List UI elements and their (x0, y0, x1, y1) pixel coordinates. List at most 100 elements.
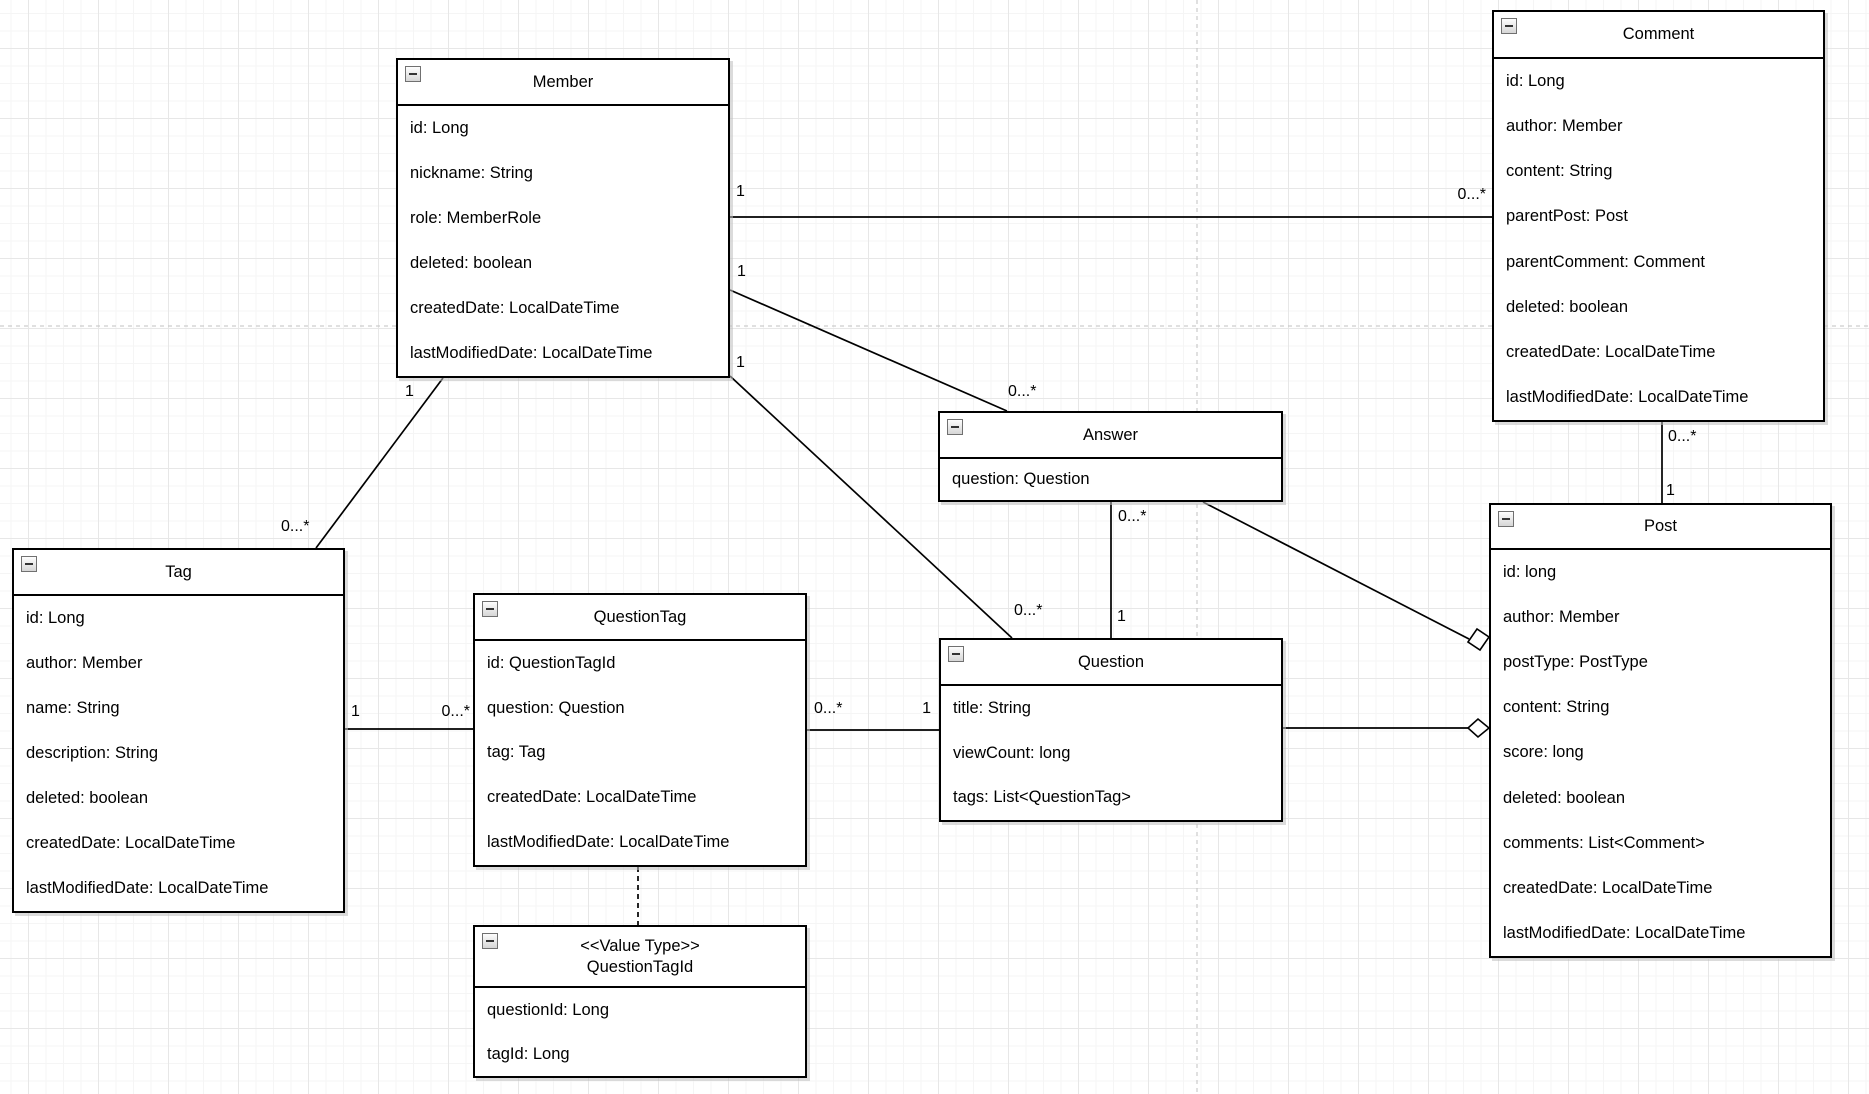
minus-icon (25, 563, 33, 565)
class-questiontag[interactable]: QuestionTag id: QuestionTagId question: … (473, 593, 807, 867)
class-title: Member (532, 72, 594, 91)
attribute[interactable]: lastModifiedDate: LocalDateTime (410, 344, 653, 362)
class-title: QuestionTag (593, 607, 687, 626)
cardinality-member-answer-from: 1 (737, 263, 746, 280)
collapse-icon[interactable] (947, 419, 963, 435)
line-member-question[interactable] (729, 375, 1013, 639)
class-questiontagid-titlebar: <<Value Type>> QuestionTagId (475, 927, 805, 988)
class-answer-titlebar: Answer (940, 413, 1281, 459)
class-question-titlebar: Question (941, 640, 1281, 686)
attribute[interactable]: id: Long (410, 119, 469, 137)
minus-icon (486, 940, 494, 942)
class-question[interactable]: Question title: String viewCount: long t… (939, 638, 1283, 822)
class-title: Comment (1622, 25, 1695, 44)
attribute[interactable]: question: Question (952, 470, 1090, 488)
line-member-tag[interactable] (315, 377, 444, 549)
attribute[interactable]: createdDate: LocalDateTime (26, 834, 236, 852)
class-member-attributes: id: Long nickname: String role: MemberRo… (398, 106, 728, 376)
class-title: Post (1643, 517, 1678, 536)
class-answer-attributes: question: Question (940, 459, 1281, 500)
collapse-icon[interactable] (482, 933, 498, 949)
class-post-attributes: id: long author: Member postType: PostTy… (1491, 550, 1830, 956)
class-title: Question (1077, 652, 1145, 671)
class-post[interactable]: Post id: long author: Member postType: P… (1489, 503, 1832, 958)
minus-icon (486, 608, 494, 610)
class-tag[interactable]: Tag id: Long author: Member name: String… (12, 548, 345, 913)
collapse-icon[interactable] (1501, 18, 1517, 34)
class-questiontag-titlebar: QuestionTag (475, 595, 805, 641)
attribute[interactable]: id: long (1503, 563, 1557, 582)
attribute[interactable]: deleted: boolean (1503, 788, 1626, 807)
attribute[interactable]: question: Question (487, 698, 625, 717)
class-comment[interactable]: Comment id: Long author: Member content:… (1492, 10, 1825, 422)
attribute[interactable]: questionId: Long (487, 1000, 610, 1019)
attribute[interactable]: createdDate: LocalDateTime (1503, 878, 1713, 897)
attribute[interactable]: lastModifiedDate: LocalDateTime (1503, 923, 1746, 942)
attribute[interactable]: parentComment: Comment (1506, 252, 1705, 271)
class-questiontagid-attributes: questionId: Long tagId: Long (475, 988, 805, 1076)
collapse-icon[interactable] (948, 646, 964, 662)
attribute[interactable]: createdDate: LocalDateTime (1506, 342, 1716, 361)
attribute[interactable]: createdDate: LocalDateTime (410, 299, 620, 317)
attribute[interactable]: id: Long (1506, 72, 1565, 91)
cardinality-member-tag-from: 1 (405, 383, 414, 400)
attribute[interactable]: tags: List<QuestionTag> (953, 788, 1131, 807)
attribute[interactable]: deleted: boolean (1506, 297, 1629, 316)
class-comment-attributes: id: Long author: Member content: String … (1494, 59, 1823, 420)
class-tag-titlebar: Tag (14, 550, 343, 596)
attribute[interactable]: name: String (26, 699, 120, 717)
cardinality-questiontag-question-from: 0...* (814, 700, 843, 717)
collapse-icon[interactable] (1498, 511, 1514, 527)
line-answer-post[interactable] (1202, 501, 1470, 640)
attribute[interactable]: lastModifiedDate: LocalDateTime (26, 879, 269, 897)
cardinality-member-comment-to: 0...* (1457, 186, 1486, 203)
class-tag-attributes: id: Long author: Member name: String des… (14, 596, 343, 911)
attribute[interactable]: lastModifiedDate: LocalDateTime (1506, 387, 1749, 406)
class-questiontag-attributes: id: QuestionTagId question: Question tag… (475, 641, 805, 865)
attribute[interactable]: id: QuestionTagId (487, 653, 616, 672)
class-title: QuestionTagId (586, 957, 694, 976)
cardinality-member-question-from: 1 (736, 354, 745, 371)
attribute[interactable]: description: String (26, 744, 159, 762)
cardinality-tag-questiontag-to: 0...* (441, 703, 470, 720)
class-answer[interactable]: Answer question: Question (938, 411, 1283, 502)
attribute[interactable]: parentPost: Post (1506, 207, 1628, 226)
minus-icon (952, 653, 960, 655)
attribute[interactable]: role: MemberRole (410, 209, 542, 227)
attribute[interactable]: score: long (1503, 743, 1584, 762)
cardinality-member-comment-from: 1 (736, 183, 745, 200)
collapse-icon[interactable] (482, 601, 498, 617)
class-member-titlebar: Member (398, 60, 728, 106)
attribute[interactable]: author: Member (1506, 117, 1623, 136)
class-title: Answer (1082, 425, 1139, 444)
attribute[interactable]: author: Member (26, 654, 143, 672)
class-member[interactable]: Member id: Long nickname: String role: M… (396, 58, 730, 378)
collapse-icon[interactable] (405, 66, 421, 82)
class-questiontagid[interactable]: <<Value Type>> QuestionTagId questionId:… (473, 925, 807, 1078)
attribute[interactable]: nickname: String (410, 164, 533, 182)
attribute[interactable]: viewCount: long (953, 743, 1071, 762)
attribute[interactable]: deleted: boolean (26, 789, 149, 807)
attribute[interactable]: postType: PostType (1503, 653, 1648, 672)
attribute[interactable]: tagId: Long (487, 1044, 570, 1063)
attribute[interactable]: comments: List<Comment> (1503, 833, 1705, 852)
minus-icon (409, 73, 417, 75)
attribute[interactable]: tag: Tag (487, 743, 546, 762)
attribute[interactable]: deleted: boolean (410, 254, 533, 272)
class-post-titlebar: Post (1491, 505, 1830, 550)
minus-icon (1502, 518, 1510, 520)
cardinality-answer-question-from: 0...* (1118, 508, 1147, 525)
attribute[interactable]: lastModifiedDate: LocalDateTime (487, 833, 730, 852)
attribute[interactable]: title: String (953, 698, 1031, 717)
line-member-answer[interactable] (729, 289, 1008, 412)
class-comment-titlebar: Comment (1494, 12, 1823, 59)
collapse-icon[interactable] (21, 556, 37, 572)
attribute[interactable]: author: Member (1503, 608, 1620, 627)
attribute[interactable]: id: Long (26, 609, 85, 627)
cardinality-member-answer-to: 0...* (1008, 383, 1037, 400)
attribute[interactable]: content: String (1506, 162, 1613, 181)
minus-icon (951, 426, 959, 428)
attribute[interactable]: createdDate: LocalDateTime (487, 788, 697, 807)
attribute[interactable]: content: String (1503, 698, 1610, 717)
